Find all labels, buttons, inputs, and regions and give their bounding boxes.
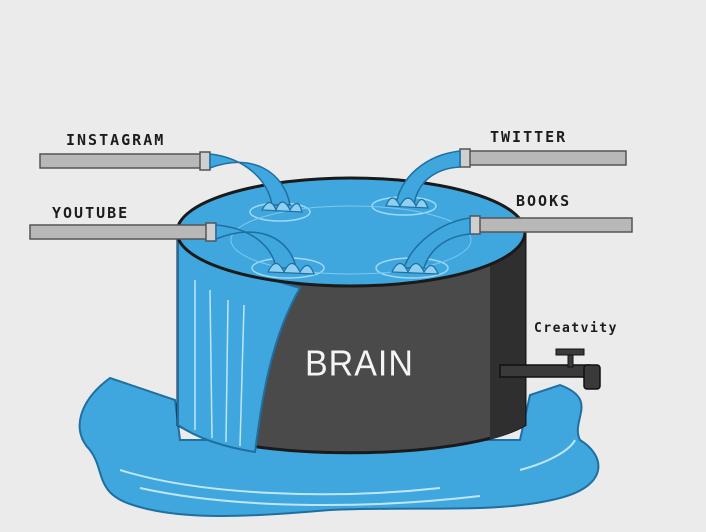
label-books: BOOKS <box>516 192 571 210</box>
pipe-books <box>476 218 632 232</box>
tank-label: BRAIN <box>305 344 414 385</box>
pipe-instagram <box>40 154 205 168</box>
label-creativity: Creatvity <box>534 321 618 336</box>
label-instagram: INSTAGRAM <box>66 131 165 149</box>
label-youtube: YOUTUBE <box>52 204 129 222</box>
label-twitter: TWITTER <box>490 128 567 146</box>
pipe-twitter <box>466 151 626 165</box>
pipe-youtube <box>30 225 212 239</box>
